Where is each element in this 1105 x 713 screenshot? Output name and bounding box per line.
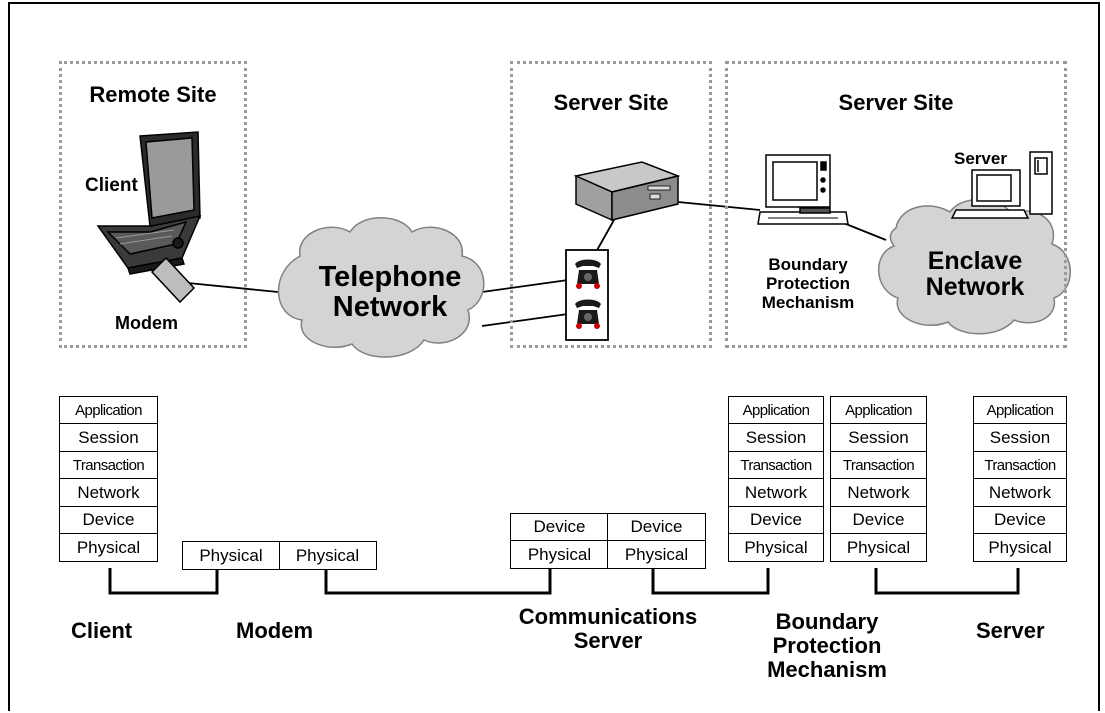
server-site-box-2	[725, 61, 1067, 348]
bpm-stack-left: Application Session Transaction Network …	[728, 395, 824, 562]
telephone-network-line-2: Network	[332, 291, 448, 324]
bpm-stack-right: Application Session Transaction Network …	[830, 395, 927, 562]
bpm-left-physical: Physical	[728, 533, 824, 562]
comm-server-right-device: Device	[607, 512, 706, 542]
bottom-client-label: Client	[71, 618, 133, 643]
bpm-label-line-3: Mechanism	[761, 293, 855, 312]
bpm-left-transaction: Transaction	[728, 450, 824, 480]
bottom-bpm-label: Boundary Protection Mechanism	[742, 610, 912, 682]
bottom-modem-label: Modem	[236, 618, 313, 643]
laptop-icon	[96, 131, 202, 275]
modem-layer-physical-left: Physical	[182, 541, 280, 570]
comm-server-line-2: Server	[573, 628, 643, 653]
bpm-label-line-1: Boundary	[768, 255, 848, 274]
bpm-right-device: Device	[830, 505, 927, 535]
bpm-right-physical: Physical	[830, 533, 927, 562]
server-layer-transaction: Transaction	[973, 450, 1067, 480]
client-label: Client	[85, 175, 138, 196]
telephone-network-line-1: Telephone	[318, 261, 462, 293]
bpm-label-line-2: Protection	[765, 274, 851, 293]
comm-server-stack-right: Device Physical	[607, 512, 706, 569]
diagram-frame	[8, 2, 1100, 711]
server-label: Server	[954, 149, 1007, 168]
server-layer-network: Network	[973, 478, 1067, 507]
bpm-left-application: Application	[728, 395, 824, 425]
bottom-server-label: Server	[976, 618, 1045, 643]
comm-server-right-physical: Physical	[607, 540, 706, 569]
telephone-cloud	[277, 217, 485, 358]
server-layer-physical: Physical	[973, 533, 1067, 562]
bpm-left-network: Network	[728, 478, 824, 507]
bottom-bpm-line-3: Mechanism	[767, 657, 887, 682]
bpm-right-application: Application	[830, 395, 927, 425]
bpm-right-transaction: Transaction	[830, 450, 927, 480]
remote-site-box	[59, 61, 247, 348]
server-site-title-1: Server Site	[553, 90, 669, 115]
bottom-bpm-line-1: Boundary	[775, 609, 879, 634]
server-layer-session: Session	[973, 423, 1067, 452]
telephone-network-label: Telephone Network	[300, 262, 480, 323]
client-layer-device: Device	[59, 505, 158, 535]
server-layer-application: Application	[973, 395, 1067, 425]
protocol-links	[108, 568, 1020, 595]
telephone-icon	[565, 249, 609, 341]
comm-server-stack-left: Device Physical	[510, 512, 609, 569]
server-stack: Application Session Transaction Network …	[973, 395, 1067, 562]
comm-server-left-device: Device	[510, 512, 609, 542]
client-layer-transaction: Transaction	[59, 450, 158, 480]
comm-server-left-physical: Physical	[510, 540, 609, 569]
tower-pc-icon	[950, 151, 1053, 219]
modem-icon	[150, 256, 196, 304]
client-stack: Application Session Transaction Network …	[59, 395, 158, 562]
server-site-title-2: Server Site	[838, 90, 954, 115]
workstation-icon	[757, 154, 849, 225]
client-layer-application: Application	[59, 395, 158, 425]
bpm-left-device: Device	[728, 505, 824, 535]
bpm-left-session: Session	[728, 423, 824, 452]
bottom-bpm-line-2: Protection	[772, 633, 882, 658]
client-layer-session: Session	[59, 423, 158, 452]
boundary-protection-label: Boundary Protection Mechanism	[738, 255, 878, 312]
bpm-right-session: Session	[830, 423, 927, 452]
server-site-box-1	[510, 61, 712, 348]
server-layer-device: Device	[973, 505, 1067, 535]
enclave-network-line-2: Network	[925, 273, 1025, 302]
bottom-comm-server-label: Communications Server	[490, 605, 726, 653]
enclave-network-label: Enclave Network	[892, 248, 1058, 301]
modem-stack: Physical Physical	[182, 541, 377, 570]
comm-server-line-1: Communications	[518, 604, 698, 629]
modem-label: Modem	[115, 313, 178, 333]
remote-site-title: Remote Site	[89, 82, 217, 107]
enclave-network-line-1: Enclave	[927, 247, 1023, 275]
client-layer-physical: Physical	[59, 533, 158, 562]
modem-layer-physical-right: Physical	[278, 541, 377, 570]
router-icon	[573, 161, 681, 222]
client-layer-network: Network	[59, 478, 158, 507]
bpm-right-network: Network	[830, 478, 927, 507]
